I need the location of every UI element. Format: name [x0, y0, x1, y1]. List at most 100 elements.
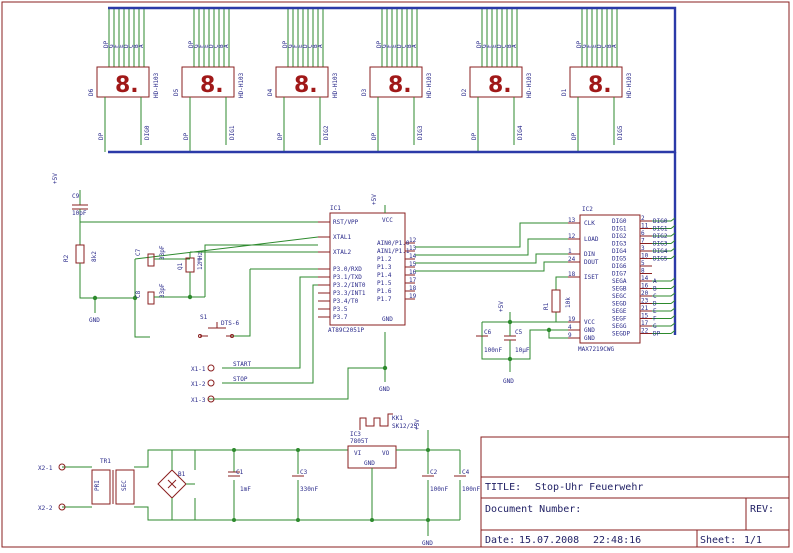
display-dig-net: DIG5 [617, 125, 624, 140]
display-body [275, 66, 329, 98]
display-dp-net: DP [98, 132, 105, 140]
driver-body [579, 214, 641, 344]
display-dp-net: DP [471, 132, 478, 140]
display-pin-label: B [133, 44, 140, 48]
driver-net-label: DP [653, 331, 661, 338]
c1-value: 1mF [240, 486, 251, 493]
supply-label-reset: +5V [52, 173, 59, 184]
c7-value: 33pF [159, 245, 166, 260]
display-body [181, 66, 235, 98]
display-pin-label: B [606, 44, 613, 48]
supply-label-mcu: +5V [371, 194, 378, 205]
docnum-label: Document Number: [485, 504, 581, 515]
r2-ref: R2 [63, 254, 70, 262]
mcu-pin-label: P1.7 [377, 296, 392, 303]
q1-ref: Q1 [177, 262, 184, 270]
mcu-ref: IC1 [330, 205, 341, 212]
display-dig-net: DIG4 [517, 125, 524, 140]
driver-net-label: G [653, 323, 657, 330]
display-type: HD-H103 [426, 72, 433, 98]
x2-1-label: X2-1 [38, 465, 53, 472]
driver-pin-number: 23 [641, 298, 649, 305]
display-pin-label: G [108, 44, 115, 48]
c8-ref: C8 [135, 290, 142, 298]
display-pin-label: G [193, 44, 200, 48]
display-pin-label: E [297, 44, 304, 48]
mcu-pin-label: P3.7 [333, 314, 348, 321]
mcu-pin-label: P3.5 [333, 306, 348, 313]
mcu-pin-number: 18 [409, 285, 417, 292]
mcu-pin-label: P3.2/INT0 [333, 282, 366, 289]
b1-ref: B1 [178, 471, 186, 478]
c3-value: 330nF [300, 486, 318, 493]
mcu-pin-number: 14 [409, 253, 417, 260]
q1-value: 12MHz [197, 252, 204, 270]
driver-pin-number: 12 [568, 233, 576, 240]
power-supply: X2-1 X2-2 PRI SEC TR1 B1 C1 1mF C3 330nF… [38, 413, 480, 547]
display-dig-net: DIG0 [144, 125, 151, 140]
display-pin-label: B [406, 44, 413, 48]
driver-pin-label: SEGF [612, 316, 627, 323]
date-value: 15.07.2008 [519, 535, 579, 546]
driver-net-label: DIG5 [653, 256, 668, 263]
driver-net-label: DIG3 [653, 241, 668, 248]
display-pin-label: D [208, 44, 215, 48]
ic3-part: 7805T [350, 438, 368, 445]
mcu-pin-label: P1.3 [377, 264, 392, 271]
display-digit: 8. [115, 73, 139, 98]
driver-part: MAX7219CWG [578, 346, 615, 353]
display-pin-label: C [307, 44, 314, 48]
sheet-value: 1/1 [744, 535, 762, 546]
driver-net-label: DIG2 [653, 233, 668, 240]
mcu-pin-label: AIN0/P1.0 [377, 240, 410, 247]
mcu-pin-number: 19 [409, 293, 417, 300]
driver-net-label: B [653, 286, 657, 293]
net-stop: STOP [233, 376, 248, 383]
c1-ref: C1 [236, 469, 244, 476]
display-pin-label: E [591, 44, 598, 48]
title-label: TITLE: [485, 482, 521, 493]
time-value: 22:48:16 [593, 535, 641, 546]
display-ref: D4 [267, 88, 274, 96]
mcu-pin-number: 12 [409, 237, 417, 244]
x2-2-label: X2-2 [38, 505, 53, 512]
kk1-ref: KK1 [392, 415, 403, 422]
display-pin-label: D [396, 44, 403, 48]
c6-value: 100nF [484, 347, 502, 354]
supply-label-ps: +5V [414, 419, 421, 430]
display-dp-net: DP [183, 132, 190, 140]
display-pin-label: F [198, 44, 205, 48]
c5-value: 10µF [515, 347, 530, 354]
connector-x1: X1-1 X1-2 X1-3 START STOP [191, 361, 251, 404]
mcu-pin-number: 13 [409, 245, 417, 252]
driver-pin-label: DOUT [584, 259, 599, 266]
mcu-pin-number: 17 [409, 277, 417, 284]
c2-ref: C2 [430, 469, 438, 476]
gnd-label-2: GND [379, 386, 390, 393]
display-type: HD-H103 [526, 72, 533, 98]
driver-pin-label: SEGC [612, 293, 627, 300]
supply-label-drv: +5V [498, 301, 505, 312]
driver-pin-number: 21 [641, 305, 649, 312]
display-body [469, 66, 523, 98]
display-dig-net: DIG2 [323, 125, 330, 140]
mcu-pin-label: RST/VPP [333, 219, 359, 226]
display-pin-label: E [118, 44, 125, 48]
driver-pin-label: ISET [584, 274, 599, 281]
display-dp-net: DP [571, 132, 578, 140]
display-pin-label: G [287, 44, 294, 48]
s1-value: DTS-6 [221, 320, 239, 327]
driver-net-label: C [653, 293, 657, 300]
display-dig-net: DIG3 [417, 125, 424, 140]
tr1-ref: TR1 [100, 458, 111, 465]
driver-pin-label: SEGB [612, 286, 627, 293]
mcu-pin-number: 15 [409, 261, 417, 268]
driver-pin-label: DIG7 [612, 271, 627, 278]
driver-net-label: DIG1 [653, 226, 668, 233]
ic3-vo: VO [382, 450, 390, 457]
driver-pin-number: 6 [641, 230, 645, 237]
display-pin-label: G [481, 44, 488, 48]
